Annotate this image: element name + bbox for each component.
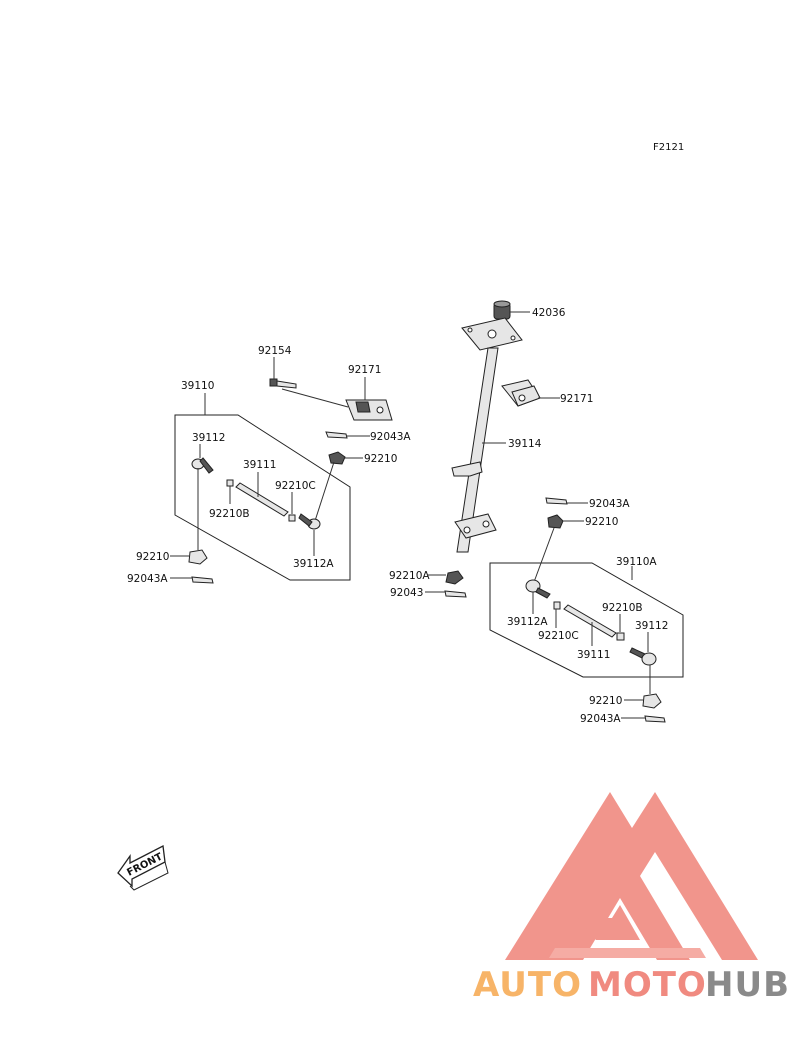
label-92171-right: 92171	[560, 393, 593, 405]
brand-moto: MOTO	[588, 965, 707, 1005]
label-39112-left: 39112	[192, 432, 225, 444]
label-42036: 42036	[532, 307, 566, 319]
cotter-pin-92043A-left	[325, 431, 348, 439]
label-92043A-left-low: 92043A	[127, 573, 168, 585]
label-92210A: 92210A	[389, 570, 430, 582]
label-92171-left: 92171	[348, 364, 381, 376]
label-39110: 39110	[181, 380, 214, 392]
label-92210B-left: 92210B	[209, 508, 250, 520]
automotohub-watermark: AUTO MOTO HUB	[473, 792, 790, 1005]
left-tie-rod-assembly	[174, 378, 393, 584]
label-39112-right: 39112	[635, 620, 668, 632]
label-92210-right: 92210	[585, 516, 618, 528]
frame-39110	[174, 414, 351, 581]
cotter-pin-92043A-left-low	[191, 576, 214, 584]
tie-rod-39111-right	[563, 604, 617, 638]
label-92210C-right: 92210C	[538, 630, 579, 642]
label-39111-right: 39111	[577, 649, 610, 661]
label-92210-left-low: 92210	[136, 551, 169, 563]
pitman-arm	[454, 513, 497, 539]
label-92043A-right-low: 92043A	[580, 713, 621, 725]
tie-rod-39111-left	[235, 482, 289, 517]
cotter-pin-92043A-right-low	[644, 715, 666, 723]
label-39111-left: 39111	[243, 459, 276, 471]
bushing-42036	[493, 300, 511, 320]
nut-92210-right-low	[642, 693, 662, 709]
label-92210B-right: 92210B	[602, 602, 643, 614]
right-tie-rod-assembly	[489, 497, 684, 723]
front-arrow-icon: FRONT	[117, 844, 169, 891]
diagram-ref-code: F2121	[653, 142, 684, 153]
nut-92210-left-low	[188, 549, 208, 565]
holder-92171-left	[345, 399, 393, 421]
tie-rod-end-39112-right	[629, 647, 657, 694]
label-92043A-right: 92043A	[589, 498, 630, 510]
label-92210-right-low: 92210	[589, 695, 622, 707]
cotter-pin-92043	[444, 590, 467, 598]
label-92210-left: 92210	[364, 453, 397, 465]
tie-rod-end-39112A-left	[298, 513, 321, 530]
label-39112A-right: 39112A	[507, 616, 548, 628]
label-92043A-left: 92043A	[370, 431, 411, 443]
label-39112A-left: 39112A	[293, 558, 334, 570]
label-92043: 92043	[390, 587, 423, 599]
nut-92210C-right	[553, 601, 561, 610]
nut-92210B-right	[616, 632, 625, 641]
nut-92210B-left	[226, 479, 234, 487]
brand-hub: HUB	[705, 965, 790, 1005]
nut-92210-left	[328, 451, 346, 465]
tie-rod-end-39112-left	[191, 457, 214, 550]
steering-shaft-39114	[456, 347, 499, 553]
steering-shaft-assembly	[444, 300, 541, 598]
automotohub-logo-mark	[505, 792, 758, 960]
bolt-92154	[269, 378, 297, 389]
steering-stem-plate	[461, 317, 523, 351]
tie-rod-end-39112A-right	[525, 579, 551, 599]
brand-auto: AUTO	[473, 965, 582, 1005]
shaft-bracket	[451, 461, 483, 477]
nut-92210C-left	[288, 514, 296, 522]
frame-39110A	[489, 562, 684, 678]
label-39114: 39114	[508, 438, 542, 450]
nut-92210A	[445, 570, 464, 585]
shaft-holder-92171	[501, 379, 541, 407]
cotter-pin-92043A-right	[545, 497, 568, 505]
label-39110A: 39110A	[616, 556, 657, 568]
label-92210C-left: 92210C	[275, 480, 316, 492]
label-92154: 92154	[258, 345, 292, 357]
nut-92210-right	[547, 514, 564, 529]
